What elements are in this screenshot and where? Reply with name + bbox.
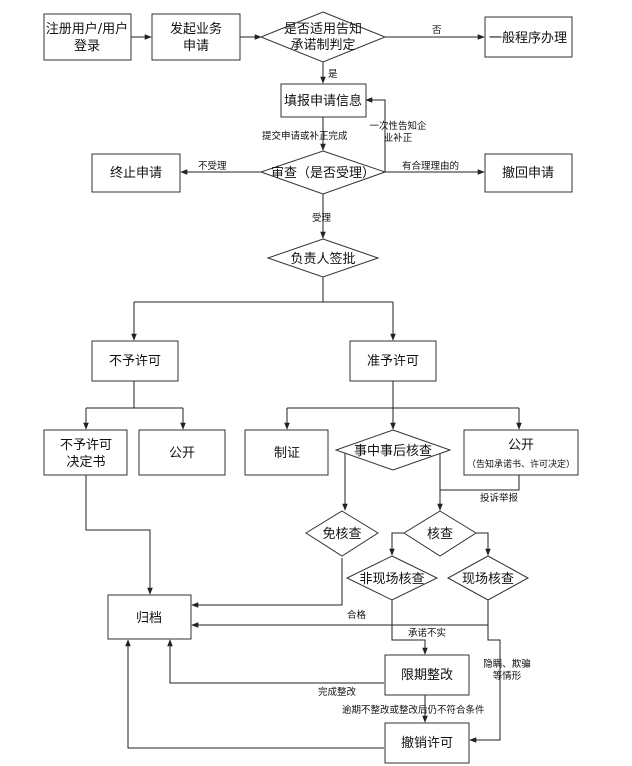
edge-verify-offsite xyxy=(389,532,410,556)
edge-label-deception-line-2: 等情形 xyxy=(493,670,522,682)
edge-label-accepted: 受理 xyxy=(312,212,332,224)
edge-label-yes: 是 xyxy=(328,69,338,80)
node-grant-public-sub: （告知承诺书、许可决定） xyxy=(467,458,575,470)
edge-label-complaint: 投诉举报 xyxy=(480,492,519,504)
svg-text:注册用户/用户登录: 注册用户/用户登录 xyxy=(46,21,128,54)
svg-text:不予许可决定书: 不予许可决定书 xyxy=(60,438,112,470)
node-rectify: 限期整改 xyxy=(384,654,470,696)
node-deny-public: 公开 xyxy=(138,429,226,476)
node-initiate-line-1: 发起业务 xyxy=(170,21,222,37)
node-register-line-2: 登录 xyxy=(74,39,100,54)
svg-text:隐瞒、欺骗等情形: 隐瞒、欺骗等情形 xyxy=(483,658,531,682)
edge-labels: 否 是 提交申请或补正完成 一次性告知企业补正 不受理 有合理理由的 受理 投诉… xyxy=(198,25,531,716)
node-withdraw: 撤回申请 xyxy=(484,153,573,193)
node-review-label: 审查（是否受理） xyxy=(271,166,375,181)
node-terminate: 终止申请 xyxy=(91,153,181,193)
node-grant-public: 公开 （告知承诺书、许可决定） xyxy=(463,429,579,476)
svg-text:发起业务申请: 发起业务申请 xyxy=(170,21,222,54)
node-deny-decision-line-2: 决定书 xyxy=(66,455,105,470)
node-applicable-line-1: 是否适用告知 xyxy=(284,21,362,37)
edge-verify-onsite xyxy=(470,532,491,556)
node-withdraw-label: 撤回申请 xyxy=(502,165,554,181)
node-archive-label: 归档 xyxy=(136,611,162,626)
edge-label-not-true: 承诺不实 xyxy=(408,627,446,639)
node-approver-label: 负责人签批 xyxy=(290,251,355,267)
node-onsite: 现场核查 xyxy=(446,555,530,601)
edge-label-overdue: 逾期不整改或整改后仍不符合条件 xyxy=(342,704,485,716)
edge-label-reasonable: 有合理理由的 xyxy=(402,160,459,172)
edge-label-deception-line-1: 隐瞒、欺骗 xyxy=(483,658,531,670)
edge-onsite-archive xyxy=(191,600,489,628)
node-deny-label: 不予许可 xyxy=(109,354,161,369)
edge-exempt-archive xyxy=(191,558,343,608)
node-deny: 不予许可 xyxy=(91,340,179,382)
node-general-label: 一般程序办理 xyxy=(489,30,567,46)
node-verify-label: 核查 xyxy=(427,527,453,542)
node-general: 一般程序办理 xyxy=(484,16,573,58)
node-deny-decision: 不予许可决定书 xyxy=(43,429,128,476)
node-approver: 负责人签批 xyxy=(266,238,380,278)
node-grant: 准予许可 xyxy=(349,340,437,382)
edge-public-complaint xyxy=(440,475,520,491)
edge-onsite-revoke xyxy=(469,625,501,743)
node-certify-label: 制证 xyxy=(274,446,300,461)
edge-label-notice-line-2: 业补正 xyxy=(384,132,413,144)
node-exempt: 免核查 xyxy=(305,510,379,557)
node-terminate-label: 终止申请 xyxy=(110,165,162,181)
node-onsite-label: 现场核查 xyxy=(462,572,514,587)
edge-review-fill-feedback xyxy=(365,97,386,172)
node-grant-public-label: 公开 xyxy=(508,438,534,453)
edge-label-no: 否 xyxy=(432,25,442,36)
node-revoke: 撤销许可 xyxy=(384,722,470,764)
svg-text:是否适用告知承诺制判定: 是否适用告知承诺制判定 xyxy=(284,21,362,53)
node-review: 审查（是否受理） xyxy=(259,150,387,195)
node-deny-public-label: 公开 xyxy=(169,446,195,461)
edge-label-done-rectify: 完成整改 xyxy=(318,686,357,698)
node-applicable-line-2: 承诺制判定 xyxy=(290,38,355,53)
node-register: 注册用户/用户登录 xyxy=(43,13,132,61)
node-certify: 制证 xyxy=(244,429,329,476)
node-post-check-label: 事中事后核查 xyxy=(354,444,432,459)
node-offsite: 非现场核查 xyxy=(345,555,439,601)
edge-label-notice-line-1: 一次性告知企 xyxy=(369,120,427,132)
node-applicable: 是否适用告知承诺制判定 xyxy=(259,11,387,63)
edges xyxy=(83,34,522,749)
node-grant-label: 准予许可 xyxy=(367,354,419,369)
node-fill-info-label: 填报申请信息 xyxy=(284,93,362,109)
node-exempt-label: 免核查 xyxy=(322,527,361,542)
node-verify: 核查 xyxy=(403,510,477,557)
svg-text:一次性告知企业补正: 一次性告知企业补正 xyxy=(369,120,427,144)
edge-rectify-archive xyxy=(167,639,384,684)
node-archive: 归档 xyxy=(107,594,192,640)
edge-revoke-archive xyxy=(125,639,384,749)
edge-label-submit: 提交申请或补正完成 xyxy=(262,130,348,142)
node-revoke-label: 撤销许可 xyxy=(401,735,453,751)
node-rectify-label: 限期整改 xyxy=(401,668,453,683)
edge-decision-archive xyxy=(85,475,153,595)
node-post-check: 事中事后核查 xyxy=(334,429,452,471)
edge-label-not-accepted: 不受理 xyxy=(198,160,227,172)
node-register-line-1: 注册用户/用户 xyxy=(46,21,128,37)
node-offsite-label: 非现场核查 xyxy=(359,572,424,587)
node-initiate: 发起业务申请 xyxy=(151,13,241,61)
node-fill-info: 填报申请信息 xyxy=(280,83,367,118)
node-deny-decision-line-1: 不予许可 xyxy=(60,438,112,453)
node-initiate-line-2: 申请 xyxy=(183,39,209,54)
edge-label-qualified: 合格 xyxy=(347,609,367,621)
edge-offsite-rectify xyxy=(391,625,428,655)
